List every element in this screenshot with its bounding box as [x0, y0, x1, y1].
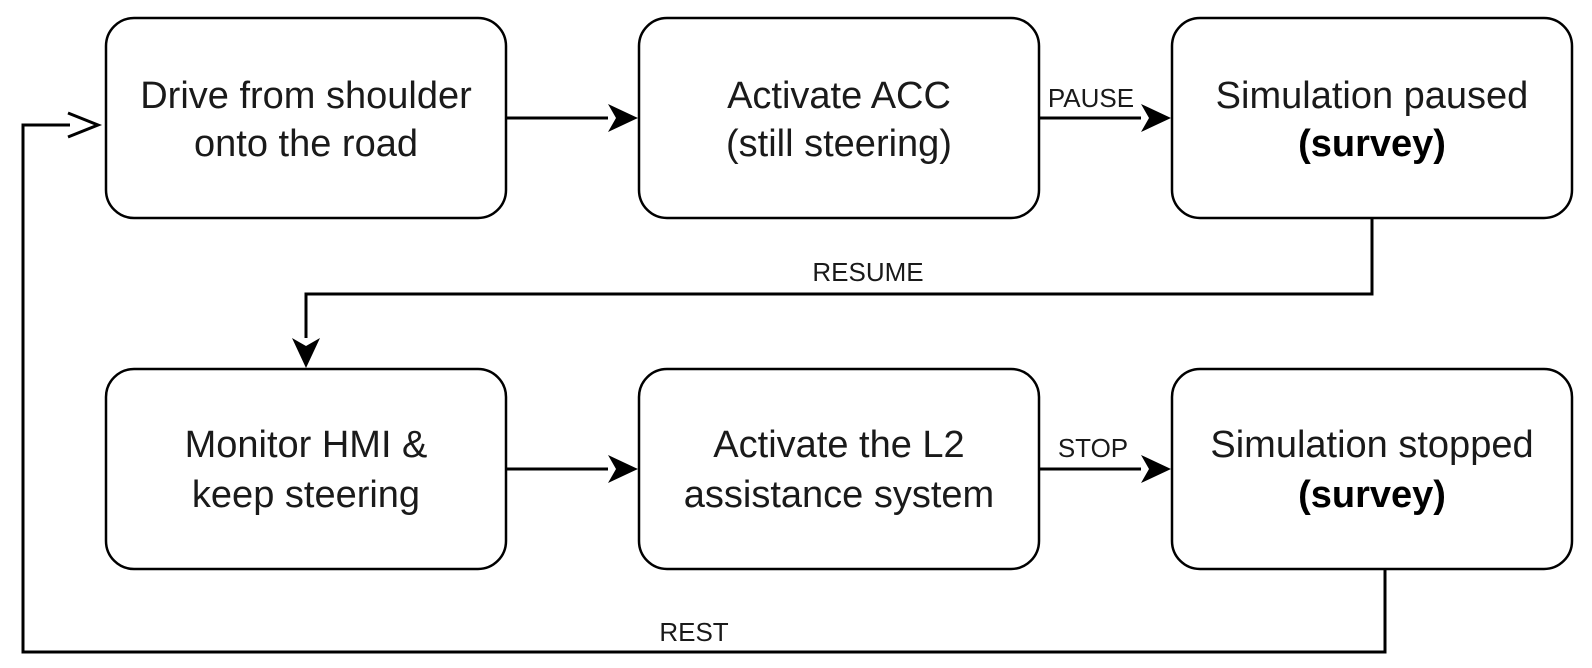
- edge-pause: PAUSE: [1039, 83, 1171, 132]
- node-l2-line2: assistance system: [684, 474, 994, 516]
- edge-label-pause: PAUSE: [1048, 83, 1134, 113]
- edge-label-rest: REST: [659, 617, 728, 647]
- node-simulation-stopped: Simulation stopped (survey): [1170, 367, 1574, 571]
- node-monitor-hmi: Monitor HMI & keep steering: [104, 367, 508, 571]
- edge-resume: RESUME: [292, 219, 1374, 368]
- node-activate-l2: Activate the L2 assistance system: [637, 367, 1041, 571]
- node-l2-line1: Activate the L2: [713, 424, 964, 466]
- node-stopped-line1: Simulation stopped: [1210, 424, 1533, 466]
- node-paused-line1: Simulation paused: [1216, 75, 1529, 117]
- node-drive-line1: Drive from shoulder: [140, 75, 472, 117]
- edge-drive-to-acc: [506, 104, 638, 132]
- edge-label-resume: RESUME: [812, 257, 923, 287]
- arrowhead-icon: [1141, 455, 1171, 483]
- node-drive-onto-road: Drive from shoulder onto the road: [104, 16, 508, 220]
- node-paused-line2: (survey): [1298, 123, 1446, 165]
- node-monitor-line2: keep steering: [192, 474, 420, 516]
- edge-stop: STOP: [1039, 433, 1171, 483]
- node-simulation-paused: Simulation paused (survey): [1170, 16, 1574, 220]
- edge-rest: REST: [21, 111, 1387, 654]
- node-stopped-line2: (survey): [1298, 474, 1446, 516]
- arrowhead-icon: [1141, 104, 1171, 132]
- node-acc-line1: Activate ACC: [727, 75, 951, 117]
- node-activate-acc: Activate ACC (still steering): [637, 16, 1041, 220]
- edge-label-stop: STOP: [1058, 433, 1128, 463]
- open-arrowhead-icon: [67, 111, 103, 139]
- arrowhead-icon: [292, 338, 320, 368]
- node-drive-line2: onto the road: [194, 123, 418, 165]
- arrowhead-icon: [608, 104, 638, 132]
- arrowhead-icon: [608, 455, 638, 483]
- edge-monitor-to-l2: [506, 455, 638, 483]
- node-monitor-line1: Monitor HMI &: [185, 424, 428, 466]
- node-acc-line2: (still steering): [726, 123, 952, 165]
